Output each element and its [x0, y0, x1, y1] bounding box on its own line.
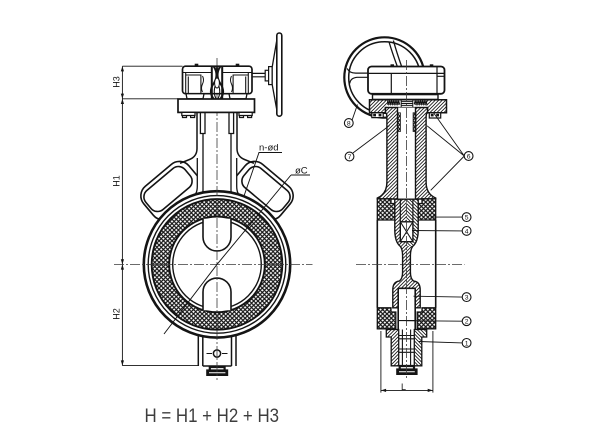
- svg-text:H1: H1: [112, 175, 122, 187]
- svg-text:øC: øC: [295, 166, 308, 177]
- svg-text:2: 2: [465, 319, 469, 326]
- svg-text:L: L: [401, 382, 406, 392]
- svg-text:H3: H3: [112, 76, 122, 88]
- svg-text:7: 7: [348, 154, 352, 161]
- svg-text:H2: H2: [112, 308, 122, 320]
- svg-text:5: 5: [465, 215, 469, 222]
- svg-text:8: 8: [347, 121, 351, 128]
- svg-text:4: 4: [465, 228, 469, 235]
- svg-text:1: 1: [465, 340, 469, 347]
- svg-text:H = H1 + H2 + H3: H = H1 + H2 + H3: [145, 406, 280, 427]
- svg-text:n-ød: n-ød: [259, 143, 279, 154]
- svg-text:3: 3: [465, 295, 469, 302]
- svg-text:6: 6: [467, 154, 471, 161]
